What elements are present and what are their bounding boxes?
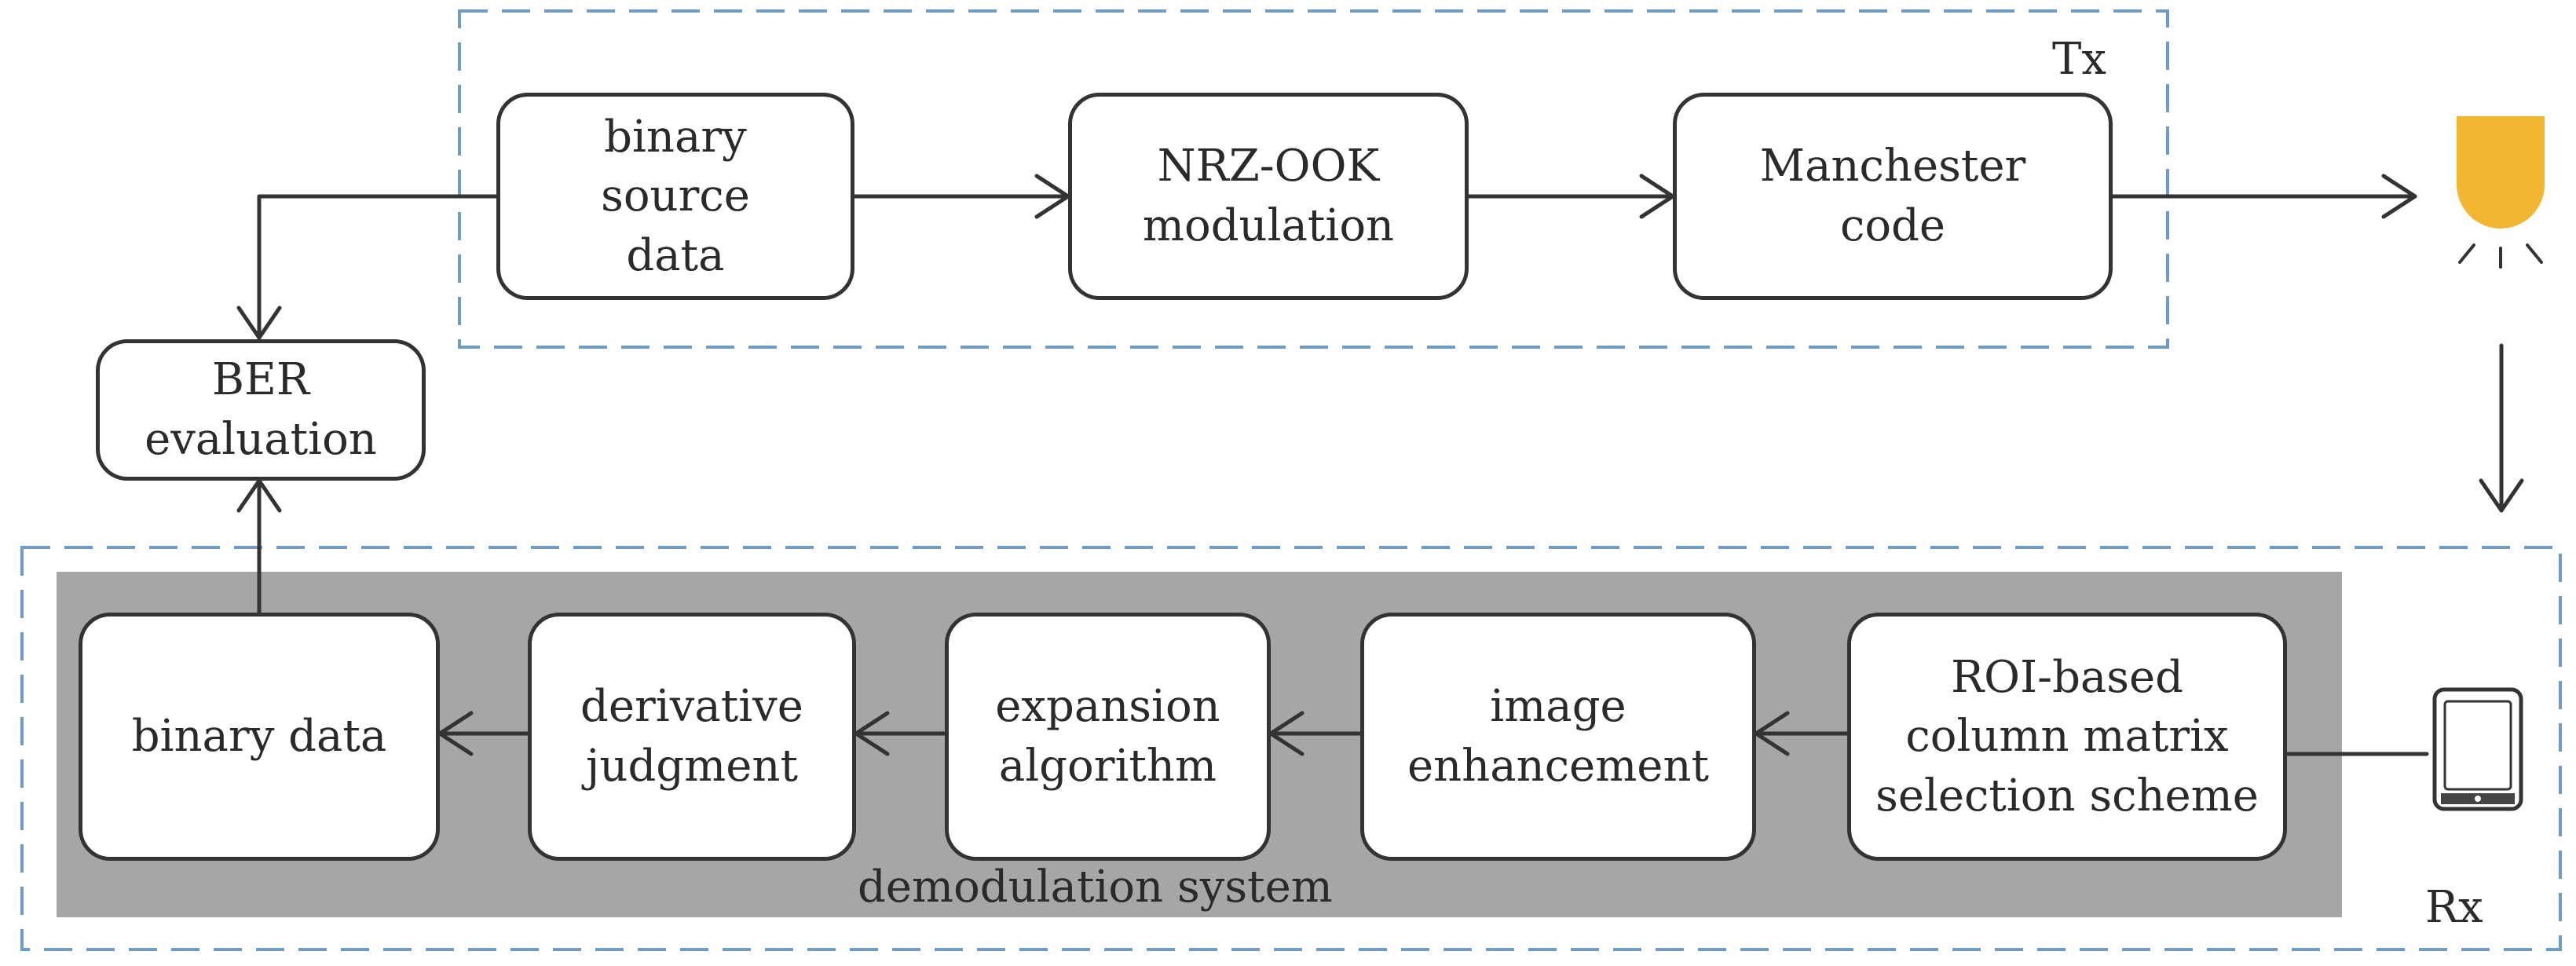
ber-evaluation-text: BER evaluation — [145, 354, 377, 465]
image-enhancement-box: image enhancement — [1360, 613, 1756, 861]
roi-selection-scheme-box: ROI-based column matrix selection scheme — [1847, 613, 2287, 861]
tx-region — [458, 9, 2169, 349]
arrowhead-enhancement — [1754, 711, 1790, 756]
binary-data-box: binary data — [79, 613, 440, 861]
rx-label: Rx — [2425, 882, 2483, 933]
arrowhead-ber-top — [236, 306, 282, 340]
smartphone-icon — [2432, 687, 2523, 811]
manchester-code-box: Manchester code — [1673, 93, 2113, 300]
arrowhead-ber-bottom — [236, 478, 282, 513]
arrowhead-led — [2381, 174, 2417, 219]
expansion-algorithm-box: expansion algorithm — [945, 613, 1271, 861]
nrz-ook-modulation-box: NRZ-OOK modulation — [1068, 93, 1469, 300]
led-lamp-icon — [2457, 116, 2545, 269]
binary-data-text: binary data — [131, 711, 387, 763]
tx-label: Tx — [2052, 34, 2106, 85]
arrowhead-expansion — [1268, 711, 1304, 756]
image-enhancement-text: image enhancement — [1407, 681, 1710, 792]
expansion-algorithm-text: expansion algorithm — [995, 681, 1220, 792]
demodulation-system-label: demodulation system — [858, 862, 1333, 913]
arrowhead-rx-down — [2479, 478, 2524, 513]
ber-evaluation-box: BER evaluation — [96, 339, 426, 481]
arrowhead-derivative — [854, 711, 890, 756]
binary-source-data-text: binary source data — [601, 111, 750, 281]
derivative-judgment-box: derivative judgment — [528, 613, 856, 861]
arrow-source-to-ber — [257, 194, 499, 340]
rx-region — [20, 546, 2562, 951]
derivative-judgment-text: derivative judgment — [580, 681, 803, 792]
nrz-ook-modulation-text: NRZ-OOK modulation — [1142, 141, 1395, 251]
binary-source-data-box: binary source data — [496, 93, 854, 300]
manchester-code-text: Manchester code — [1759, 141, 2026, 251]
arrowhead-binary — [437, 711, 474, 756]
roi-selection-scheme-text: ROI-based column matrix selection scheme — [1875, 651, 2259, 821]
